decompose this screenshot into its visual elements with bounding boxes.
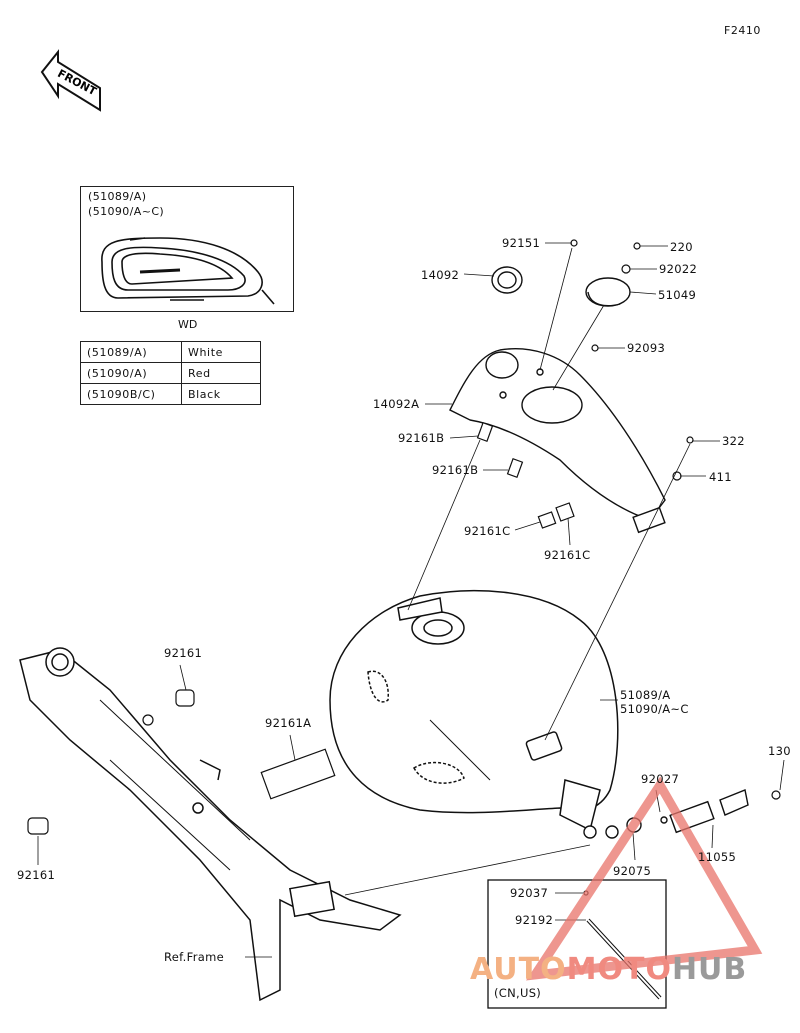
callout-51089: 51089/A [620, 688, 671, 702]
inset-line-1: (51089/A) [88, 190, 147, 203]
color-code: (51090/A) [80, 362, 182, 384]
color-table: (51089/A) White (51090/A) Red (51090B/C)… [80, 341, 261, 405]
color-code: (51089/A) [80, 341, 182, 363]
watermark-part-3: HUB [671, 952, 748, 987]
watermark-logo: AUTOMOTOHUB [470, 952, 747, 987]
callout-14092a: 14092A [373, 397, 420, 411]
watermark-part-1: AUTO [470, 952, 567, 987]
callout-92037: 92037 [510, 886, 549, 900]
callout-92161-bottom: 92161 [17, 868, 56, 882]
callout-92161-top: 92161 [164, 646, 203, 660]
watermark-part-2: MOTO [566, 952, 672, 987]
hose-inset [487, 879, 667, 1009]
table-row: (51090B/C) Black [80, 383, 261, 405]
color-name: Black [181, 383, 261, 405]
callout-92161a: 92161A [265, 716, 312, 730]
tank-cover-14092a [449, 348, 666, 534]
inset-tank-illustration [101, 237, 275, 305]
callout-92093: 92093 [627, 341, 666, 355]
callout-11055: 11055 [698, 850, 737, 864]
cap-51049 [585, 277, 631, 307]
table-row: (51090/A) Red [80, 362, 261, 384]
gauge-14092 [491, 266, 523, 294]
callout-cn-us: (CN,US) [494, 986, 542, 1000]
fuel-tank-51089 [329, 589, 619, 832]
callout-220: 220 [670, 240, 693, 254]
callout-411: 411 [709, 470, 732, 484]
callout-92022: 92022 [659, 262, 698, 276]
frame-assembly [19, 647, 402, 1002]
callout-92151: 92151 [502, 236, 541, 250]
callout-92161c-1: 92161C [464, 524, 511, 538]
callout-92161b-2: 92161B [432, 463, 479, 477]
front-arrow-icon [40, 49, 101, 112]
callout-51090: 51090/A~C [620, 702, 689, 716]
inset-line-2: (51090/A~C) [88, 205, 165, 218]
callout-51049: 51049 [658, 288, 697, 302]
figure-code: F2410 [724, 24, 761, 37]
leader-lines [37, 242, 785, 958]
callout-130: 130 [768, 744, 791, 758]
color-name: Red [181, 362, 261, 384]
callout-ref-frame: Ref.Frame [164, 950, 224, 964]
color-name: White [181, 341, 261, 363]
callout-92161b-1: 92161B [398, 431, 445, 445]
callout-92027: 92027 [641, 772, 680, 786]
callout-92192: 92192 [515, 913, 554, 927]
callout-92161c-2: 92161C [544, 548, 591, 562]
callout-14092: 14092 [421, 268, 460, 282]
inset-caption: WD [178, 318, 198, 331]
callout-92075: 92075 [613, 864, 652, 878]
table-row: (51089/A) White [80, 341, 261, 363]
callout-322: 322 [722, 434, 745, 448]
color-code: (51090B/C) [80, 383, 182, 405]
watermark-triangle-icon [525, 776, 763, 981]
color-inset-box: (51089/A) (51090/A~C) [80, 186, 294, 312]
